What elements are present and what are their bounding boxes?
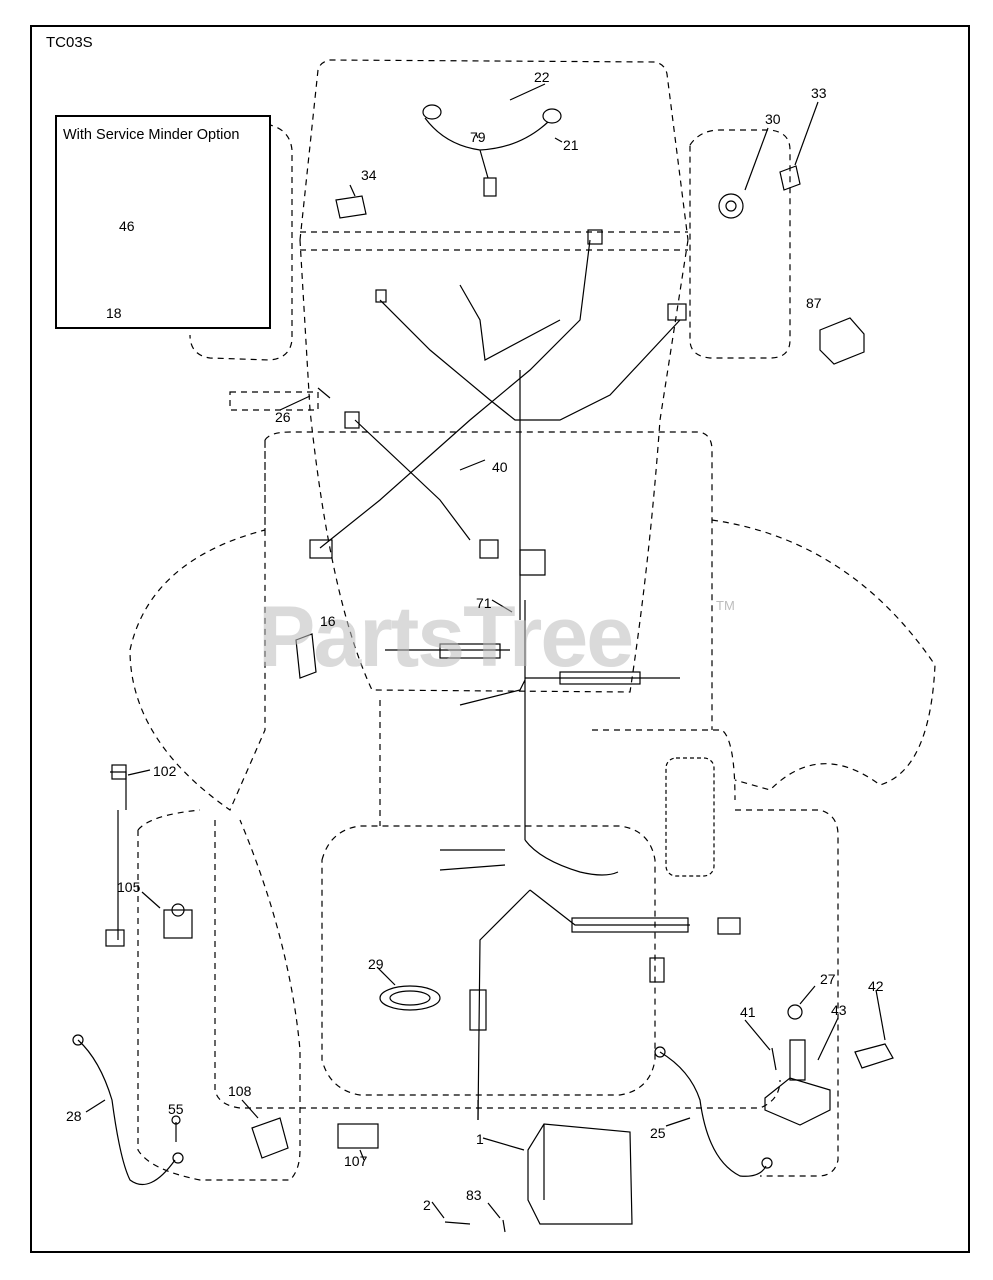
callout-16[interactable]: 16 — [320, 613, 336, 629]
callout-107[interactable]: 107 — [344, 1153, 368, 1169]
callout-55[interactable]: 55 — [168, 1101, 184, 1117]
callout-28[interactable]: 28 — [66, 1108, 82, 1124]
cable-28 — [77, 1039, 176, 1185]
center-outline — [379, 700, 736, 826]
callout-25[interactable]: 25 — [650, 1125, 666, 1141]
callout-29[interactable]: 29 — [368, 956, 384, 972]
service-minder-inset: With Service Minder Option — [55, 115, 271, 329]
callout-83[interactable]: 83 — [466, 1187, 482, 1203]
battery-1 — [527, 1123, 633, 1225]
relay-87 — [819, 317, 865, 365]
dash-outline — [264, 431, 713, 730]
callout-42[interactable]: 42 — [868, 978, 884, 994]
bracket-43 — [764, 1077, 831, 1126]
callout-40[interactable]: 40 — [492, 459, 508, 475]
headlight-harness — [424, 117, 549, 179]
part-42 — [854, 1043, 894, 1069]
harness-71 — [385, 600, 680, 840]
callout-108[interactable]: 108 — [228, 1083, 252, 1099]
hood-lower-outline — [299, 239, 689, 693]
fender-left-outline — [129, 440, 266, 811]
callout-43[interactable]: 43 — [831, 1002, 847, 1018]
callout-71[interactable]: 71 — [476, 595, 492, 611]
headlight-left — [422, 104, 442, 120]
hood-outline — [299, 59, 689, 241]
callout-2[interactable]: 2 — [423, 1197, 431, 1213]
cable-25 — [659, 1051, 767, 1177]
callout-21[interactable]: 21 — [563, 137, 579, 153]
callout-46[interactable]: 46 — [119, 218, 135, 234]
frame-right-outline — [735, 809, 839, 1177]
right-panel-outline — [689, 129, 791, 359]
left-panel-outline — [189, 124, 293, 361]
switch-34 — [335, 195, 367, 219]
inset-title: With Service Minder Option — [63, 127, 240, 143]
callout-41[interactable]: 41 — [740, 1004, 756, 1020]
part-16 — [295, 633, 317, 679]
headlight-plug — [483, 177, 497, 197]
callout-87[interactable]: 87 — [806, 295, 822, 311]
battery-cable — [524, 839, 619, 876]
callout-1[interactable]: 1 — [476, 1131, 484, 1147]
ignition-switch — [718, 193, 744, 219]
callout-27[interactable]: 27 — [820, 971, 836, 987]
headlight-right — [542, 108, 562, 124]
callout-79[interactable]: 79 — [470, 129, 486, 145]
callout-105[interactable]: 105 — [117, 879, 141, 895]
callout-33[interactable]: 33 — [811, 85, 827, 101]
diagram-frame — [30, 25, 970, 1253]
watermark: PartsTree — [258, 589, 634, 685]
part-102 — [110, 771, 127, 940]
callout-22[interactable]: 22 — [534, 69, 550, 85]
shift-panel — [665, 757, 715, 877]
callout-30[interactable]: 30 — [765, 111, 781, 127]
small-box-outline — [229, 391, 319, 411]
main-harness-40 — [319, 239, 591, 549]
callout-26[interactable]: 26 — [275, 409, 291, 425]
frame-left2-outline — [137, 809, 301, 1181]
callout-34[interactable]: 34 — [361, 167, 377, 183]
watermark-trademark: TM — [716, 598, 735, 613]
part-33 — [779, 165, 801, 191]
part-107 — [337, 1123, 379, 1149]
frame-left-outline — [214, 820, 781, 1109]
callout-102[interactable]: 102 — [153, 763, 177, 779]
bolt-41 — [771, 1047, 777, 1071]
part-83 — [502, 1219, 506, 1233]
diagram-code: TC03S — [46, 34, 93, 51]
fender-right-outline — [711, 519, 936, 791]
hood-band — [300, 231, 688, 251]
part-108 — [251, 1117, 289, 1159]
callout-18[interactable]: 18 — [106, 305, 122, 321]
part-105 — [163, 909, 193, 939]
cable-coil-29 — [379, 985, 441, 1011]
nut-27 — [787, 1004, 803, 1020]
bolt-2 — [444, 1221, 471, 1225]
